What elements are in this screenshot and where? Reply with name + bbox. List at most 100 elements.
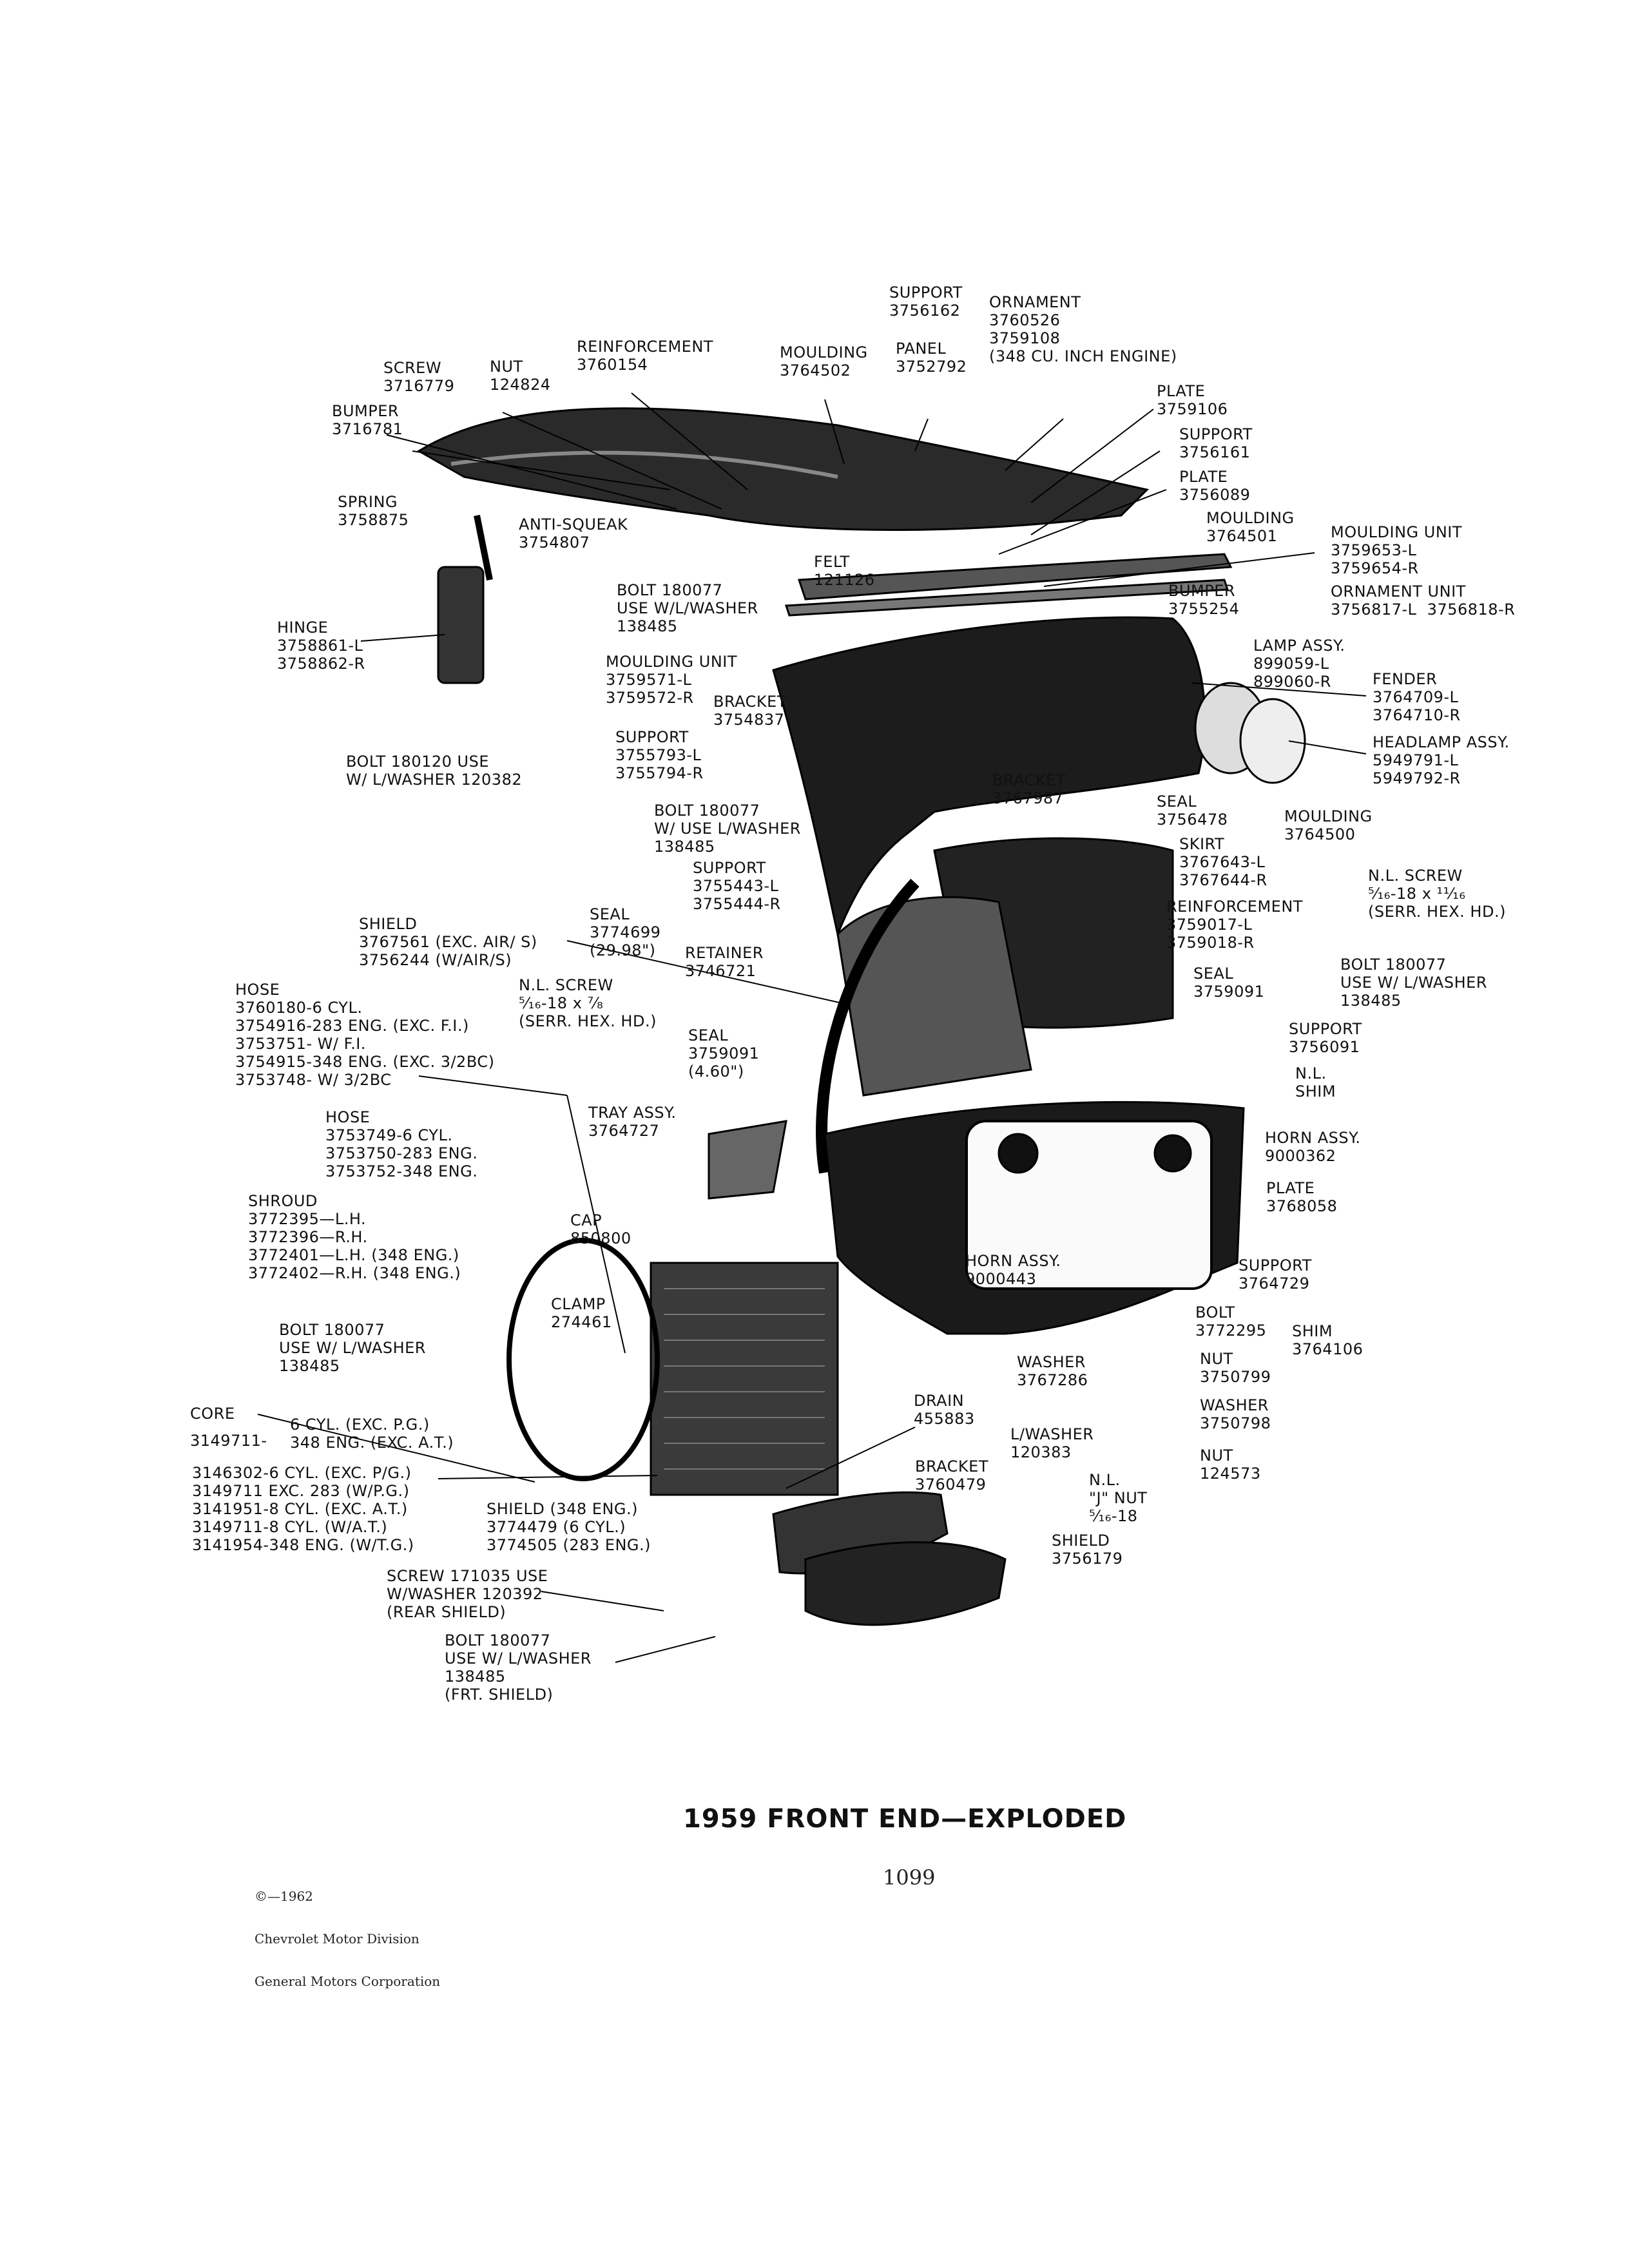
label-core-3149711: 3149711- — [190, 1432, 267, 1450]
label-tray-assy: TRAY ASSY. 3764727 — [588, 1104, 677, 1140]
hinge-shape — [437, 566, 485, 684]
label-washer-3767286: WASHER 3767286 — [1017, 1353, 1088, 1389]
label-bumper-3755254: BUMPER 3755254 — [1168, 582, 1240, 618]
leader-screw-bottom — [541, 1591, 664, 1611]
label-shim-3764106: SHIM 3764106 — [1292, 1322, 1364, 1358]
label-retainer-3746721: RETAINER 3746721 — [685, 944, 764, 980]
label-support-3756091: SUPPORT 3756091 — [1289, 1020, 1362, 1056]
label-shield-3767561: SHIELD 3767561 (EXC. AIR/ S) 3756244 (W/… — [359, 915, 537, 969]
label-seal-3759091-right: SEAL 3759091 — [1193, 965, 1265, 1001]
label-screw-171035: SCREW 171035 USE W/WASHER 120392 (REAR S… — [387, 1567, 548, 1621]
leader-plate2 — [998, 489, 1167, 555]
label-seal-3774699: SEAL 3774699 (29.98") — [590, 905, 661, 959]
copyright-line: General Motors Corporation — [255, 1974, 441, 1989]
label-horn-9000362: HORN ASSY. 9000362 — [1265, 1129, 1361, 1165]
leader-hinge — [360, 634, 445, 642]
copyright-line: Chevrolet Motor Division — [255, 1931, 419, 1946]
leader-bolt-bottom — [615, 1636, 716, 1663]
label-support-3756162: SUPPORT 3756162 — [889, 284, 963, 320]
label-bracket-3754837: BRACKET 3754837 — [713, 693, 787, 729]
label-nl-screw-mid: N.L. SCREW ⁵⁄₁₆-18 x ⁷⁄₈ (SERR. HEX. HD.… — [519, 976, 657, 1030]
label-felt-121126: FELT 121126 — [814, 553, 875, 589]
label-moulding-3764501: MOULDING 3764501 — [1206, 509, 1295, 545]
label-plate-3759106: PLATE 3759106 — [1157, 382, 1228, 418]
label-moulding-unit-3759571: MOULDING UNIT 3759571-L 3759572-R — [606, 653, 738, 707]
horn-right-shape — [1153, 1134, 1192, 1173]
label-seal-3759091-left: SEAL 3759091 (4.60") — [688, 1026, 760, 1081]
horn-left-shape — [998, 1133, 1039, 1174]
label-headlamp-assy: HEADLAMP ASSY. 5949791-L 5949792-R — [1373, 733, 1510, 787]
tray-shape — [708, 1120, 787, 1200]
label-lamp-assy: LAMP ASSY. 899059-L 899060-R — [1253, 637, 1345, 691]
label-lwasher-120383: L/WASHER 120383 — [1010, 1425, 1094, 1461]
label-horn-9000443: HORN ASSY. 9000443 — [965, 1252, 1061, 1288]
label-cap-850800: CAP 850800 — [570, 1211, 631, 1247]
label-core-header: CORE — [190, 1405, 235, 1423]
leader-moulding-top — [824, 399, 845, 465]
leader-plate — [1030, 408, 1154, 503]
leader-fender — [1191, 682, 1367, 697]
label-core-brace: 6 CYL. (EXC. P.G.) 348 ENG. (EXC. A.T.) — [290, 1416, 454, 1452]
spring-shape — [474, 515, 493, 581]
label-bolt-180077-mid: BOLT 180077 W/ USE L/WASHER 138485 — [654, 802, 801, 856]
label-bracket-3760479: BRACKET 3760479 — [915, 1457, 988, 1494]
label-seal-3756478: SEAL 3756478 — [1157, 793, 1228, 829]
label-nl-shim: N.L. SHIM — [1295, 1064, 1336, 1100]
label-bolt-180077-bottom: BOLT 180077 USE W/ L/WASHER 138485 (FRT.… — [445, 1631, 592, 1704]
leader-headlamp — [1288, 740, 1367, 754]
leader-core — [257, 1414, 535, 1483]
label-support-3755793: SUPPORT 3755793-L 3755794-R — [615, 728, 704, 782]
leader-core2 — [438, 1475, 658, 1479]
hood-shape — [417, 407, 1149, 531]
label-hose-3753749: HOSE 3753749-6 CYL. 3753750-283 ENG. 375… — [325, 1108, 478, 1180]
label-ornament-3760526: ORNAMENT 3760526 3759108 (348 CU. INCH E… — [989, 293, 1177, 365]
label-panel-3752792: PANEL 3752792 — [896, 340, 967, 376]
label-anti-squeak-3754807: ANTI-SQUEAK 3754807 — [519, 515, 628, 552]
label-bolt-3772295: BOLT 3772295 — [1195, 1303, 1267, 1340]
label-nl-j-nut: N.L. "J" NUT ⁵⁄₁₆-18 — [1089, 1471, 1148, 1525]
copyright-line: ©—1962 — [255, 1888, 313, 1904]
label-bracket-3767987: BRACKET 3767987 — [992, 771, 1066, 807]
seal-hose-shape — [816, 878, 920, 1174]
label-nl-screw-right: N.L. SCREW ⁵⁄₁₆-18 x ¹¹⁄₁₆ (SERR. HEX. H… — [1368, 867, 1506, 921]
label-core-list: 3146302-6 CYL. (EXC. P/G.) 3149711 EXC. … — [192, 1464, 414, 1554]
leader-reinforcement — [631, 392, 748, 490]
grille-strip — [797, 553, 1233, 601]
radiator-core-shape — [650, 1262, 839, 1496]
fender-shape — [772, 616, 1206, 938]
label-moulding-unit-3759653: MOULDING UNIT 3759653-L 3759654-R — [1331, 523, 1463, 577]
label-bolt-180120: BOLT 180120 USE W/ L/WASHER 120382 — [346, 753, 523, 789]
leader-ornament — [1005, 418, 1064, 471]
label-skirt-3767643: SKIRT 3767643-L 3767644-R — [1179, 835, 1268, 889]
label-nut-124573: NUT 124573 — [1200, 1446, 1261, 1483]
label-spring-3758875: SPRING 3758875 — [338, 493, 409, 529]
label-nut-3750799: NUT 3750799 — [1200, 1350, 1271, 1386]
label-hinge-3758861: HINGE 3758861-L 3758862-R — [277, 619, 365, 673]
label-support-3756161: SUPPORT 3756161 — [1179, 425, 1253, 461]
shield-shape — [836, 896, 1032, 1097]
label-bolt-180077-top: BOLT 180077 USE W/L/WASHER 138485 — [617, 581, 758, 635]
leader-support — [1030, 450, 1161, 535]
label-fender-3764709: FENDER 3764709-L 3764710-R — [1373, 670, 1461, 724]
label-bolt-180077-right: BOLT 180077 USE W/ L/WASHER 138485 — [1340, 956, 1487, 1010]
label-hose-3760180: HOSE 3760180-6 CYL. 3754916-283 ENG. (EX… — [235, 981, 495, 1089]
leader-screw — [386, 434, 677, 510]
leader-hose — [418, 1075, 568, 1096]
label-shield-348: SHIELD (348 ENG.) 3774479 (6 CYL.) 37745… — [487, 1500, 651, 1554]
headlamp-inner-shape — [1239, 698, 1306, 784]
leader-bumper — [412, 450, 671, 490]
label-bolt-180077-left: BOLT 180077 USE W/ L/WASHER 138485 — [279, 1321, 426, 1375]
leader-drain — [786, 1427, 916, 1489]
felt-strip — [784, 579, 1229, 617]
label-support-3764729: SUPPORT 3764729 — [1239, 1256, 1312, 1293]
label-reinforcement-3759017: REINFORCEMENT 3759017-L 3759018-R — [1166, 898, 1303, 952]
label-bumper-3716781: BUMPER 3716781 — [332, 402, 403, 438]
label-moulding-3764500: MOULDING 3764500 — [1284, 807, 1373, 843]
label-shield-3756179: SHIELD 3756179 — [1052, 1532, 1123, 1568]
page-number: 1099 — [883, 1865, 936, 1890]
leader-moulding-unit — [1043, 552, 1315, 587]
copyright-block: ©—1962 Chevrolet Motor Division General … — [255, 1861, 440, 2003]
label-screw-3716779: SCREW 3716779 — [383, 359, 455, 395]
